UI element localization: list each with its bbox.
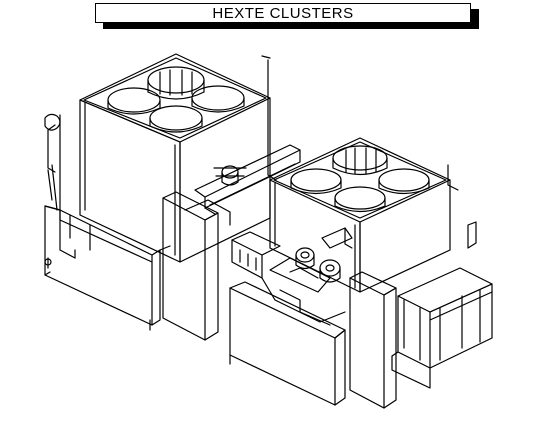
cluster-b [270,138,450,292]
diagram-title: HEXTE CLUSTERS [95,3,471,23]
cluster-a-detectors [108,67,244,132]
cluster-b-front-panel [230,288,335,405]
cluster-a-left-face [80,100,180,262]
cluster-b-left-face [270,180,360,292]
mechanism-gear-right [320,260,340,282]
mechanism-gear-left [296,248,314,269]
detector-b2 [291,169,341,194]
detector-b4 [335,187,385,212]
detector-a4 [150,106,202,132]
detector-a2 [108,88,160,114]
detector-a1 [148,67,204,99]
cluster-a-base [45,206,170,325]
connecting-beam [185,145,300,225]
electronics-box [392,268,492,388]
rocking-mechanism [232,228,352,325]
base-feet [45,258,230,364]
beam-actuator [214,166,246,185]
detector-b1 [333,146,387,175]
center-support-panel [163,192,218,340]
detector-a3 [192,86,244,112]
cluster-b-side-shield [350,278,384,408]
cluster-b-base [230,272,396,408]
cluster-a [80,54,270,262]
cluster-b-right-face [360,180,450,292]
cluster-b-detectors [291,146,429,212]
cluster-a-right-face [180,98,270,262]
detector-b3 [379,169,429,194]
